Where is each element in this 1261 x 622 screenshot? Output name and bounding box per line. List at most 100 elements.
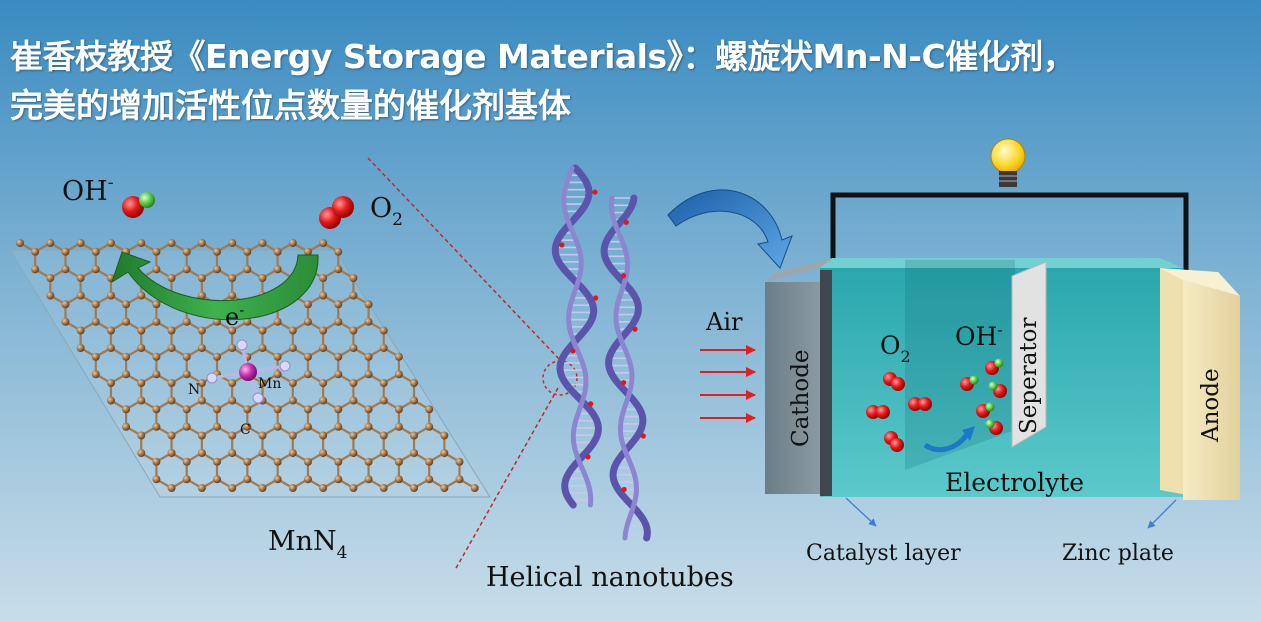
zoom-line-top: [367, 157, 561, 361]
svg-text:e-: e-: [225, 301, 244, 331]
carbon-atom: [106, 326, 115, 335]
helix-strand: [608, 195, 639, 541]
carbon-atom: [288, 326, 297, 335]
carbon-atom: [273, 370, 282, 379]
carbon-atom: [288, 484, 297, 492]
svg-text:O2: O2: [370, 193, 403, 230]
catalyst-layer-callout: [845, 497, 877, 527]
carbon-atom: [197, 449, 206, 457]
active-site-dot: [623, 219, 629, 225]
carbon-atom: [76, 239, 85, 247]
carbon-atom: [167, 326, 176, 335]
carbon-atom: [106, 291, 115, 300]
carbon-atom: [455, 457, 464, 466]
carbon-atom: [61, 300, 70, 309]
helical-nanotubes: [551, 164, 651, 542]
carbon-atom: [364, 300, 373, 309]
nitrogen-atom: [236, 339, 248, 351]
carbon-atom: [61, 265, 70, 274]
carbon-atom: [228, 326, 237, 335]
carbon-atom: [303, 300, 312, 309]
carbon-atom: [334, 247, 343, 256]
electron-transfer-arrow: [111, 251, 319, 321]
carbon-atom: [122, 422, 131, 431]
carbon-atom: [364, 405, 373, 414]
carbon-atom: [182, 247, 191, 256]
carbon-atom: [379, 484, 388, 492]
active-site-dot: [570, 348, 576, 354]
carbon-atom: [303, 475, 312, 484]
carbon-atom: [319, 396, 328, 405]
carbon-atom: [243, 457, 252, 466]
carbon-atom: [349, 379, 358, 387]
carbon-atom: [349, 344, 358, 352]
carbon-atom: [228, 379, 237, 387]
carbon-atom: [334, 317, 343, 326]
carbon-atom: [16, 239, 24, 247]
carbon-atom: [334, 475, 343, 484]
carbon-atom: [46, 274, 55, 282]
carbon-atom: [319, 291, 328, 300]
carbon-atom: [122, 317, 131, 326]
carbon-atom: [167, 239, 176, 247]
headline-line-2: 完美的增加活性位点数量的催化剂基体: [10, 86, 571, 125]
manganese-atom: [239, 363, 257, 381]
carbon-atom: [394, 457, 403, 466]
separator: [1011, 261, 1047, 448]
carbon-atom: [258, 379, 267, 387]
mn-n4-center: [206, 339, 291, 404]
active-site-dot: [585, 454, 591, 460]
oh-label: OH: [62, 176, 108, 207]
carbon-atom: [394, 475, 403, 484]
carbon-atom: [228, 449, 237, 457]
carbon-atom: [379, 431, 388, 440]
o2-label: O: [370, 193, 392, 224]
carbon-atom: [334, 405, 343, 414]
carbon-atom: [152, 457, 161, 466]
carbon-atom: [137, 449, 146, 457]
carbon-atom: [273, 405, 282, 414]
carbon-atom: [258, 344, 267, 352]
carbon-atom: [303, 317, 312, 326]
carbon-atom: [273, 247, 282, 256]
carbon-atom: [76, 291, 85, 300]
carbon-atom: [182, 422, 191, 431]
ion-flow-arrowhead: [962, 426, 975, 441]
carbon-atom: [152, 475, 161, 484]
svg-text:O2: O2: [880, 331, 911, 366]
headline-line-1: 崔香枝教授《Energy Storage Materials》：螺旋状Mn-N-…: [10, 37, 1076, 76]
nitrogen-atom: [279, 360, 291, 372]
carbon-atom: [410, 484, 419, 492]
active-site-dot: [632, 326, 638, 332]
carbon-atom: [288, 449, 297, 457]
carbon-atom: [106, 239, 115, 247]
carbon-atom: [152, 317, 161, 326]
carbon-atom: [394, 422, 403, 431]
carbon-atom: [303, 247, 312, 256]
carbon-atom: [334, 265, 343, 274]
carbon-atom: [425, 422, 434, 431]
carbon-atom: [364, 457, 373, 466]
carbon-atom: [349, 326, 358, 335]
carbon-atom: [31, 265, 40, 274]
carbon-atom: [273, 265, 282, 274]
carbon-atom: [137, 326, 146, 335]
carbon-atom: [228, 239, 237, 247]
carbon-atom: [349, 484, 358, 492]
carbon-atom: [197, 326, 206, 335]
carbon-atom: [349, 431, 358, 440]
active-site-dot: [588, 401, 594, 407]
carbon-atom: [91, 352, 100, 361]
carbon-atom: [440, 484, 449, 492]
carbon-atom: [197, 379, 206, 387]
carbon-atom: [364, 317, 373, 326]
carbon-atom: [228, 344, 237, 352]
carbon-atom: [440, 449, 449, 457]
anode-top: [1160, 268, 1240, 296]
carbon-atom: [91, 317, 100, 326]
carbon-atom: [213, 475, 222, 484]
svg-text:OH-: OH-: [62, 173, 113, 207]
carbon-atom: [334, 370, 343, 379]
svg-text:OH-: OH-: [955, 320, 1003, 351]
carbon-atom: [152, 265, 161, 274]
